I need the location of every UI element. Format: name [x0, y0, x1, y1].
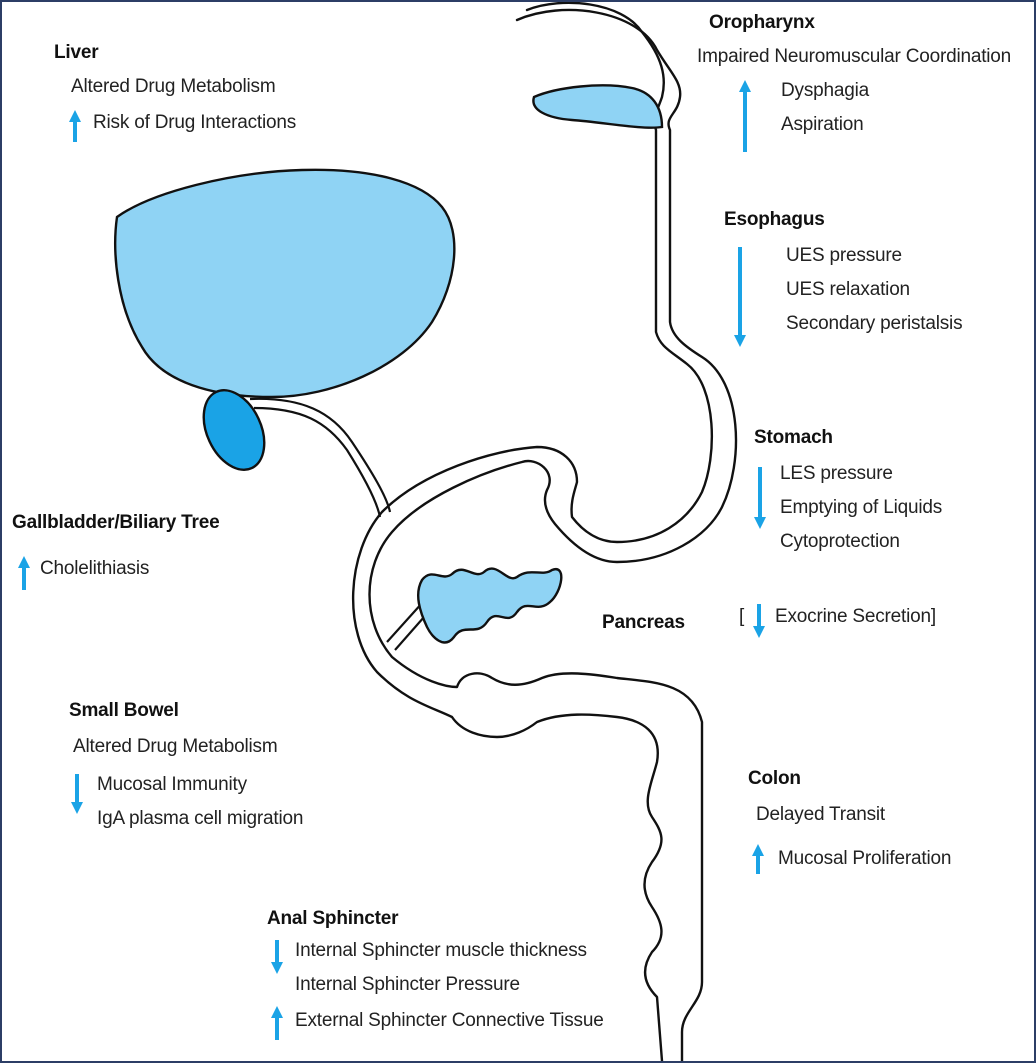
esophagus-finding-text: Secondary peristalsis — [786, 313, 962, 335]
oropharynx-shape — [533, 85, 662, 127]
oropharynx-finding-text: Impaired Neuromuscular Coordination — [697, 46, 1011, 68]
esophagus-finding-1: UES pressure UES relaxation Secondary pe… — [734, 245, 962, 335]
stomach-finding-1: LES pressure Emptying of Liquids Cytopro… — [754, 463, 942, 553]
down-arrow-icon — [71, 774, 83, 814]
gallbladder-finding-text: Cholelithiasis — [40, 558, 219, 580]
small-bowel-title: Small Bowel — [69, 700, 303, 722]
gallbladder-annotation: Gallbladder/Biliary Tree Cholelithiasis — [12, 512, 219, 580]
stomach-annotation: Stomach LES pressure Emptying of Liquids… — [754, 427, 942, 553]
anal-sphincter-finding-text: Internal Sphincter Pressure — [295, 974, 604, 996]
down-arrow-icon — [753, 604, 765, 643]
stomach-finding-text: Emptying of Liquids — [780, 497, 942, 519]
oropharynx-annotation: Oropharynx Impaired Neuromuscular Coordi… — [697, 12, 1011, 136]
anal-sphincter-title: Anal Sphincter — [267, 908, 604, 930]
biliary-duct — [250, 399, 390, 512]
esophagus-annotation: Esophagus UES pressure UES relaxation Se… — [724, 209, 962, 335]
small-bowel-finding-text: Altered Drug Metabolism — [73, 736, 303, 758]
pancreas-annotation: Pancreas — [602, 612, 685, 634]
oropharynx-finding-1: Impaired Neuromuscular Coordination — [697, 46, 1011, 68]
down-arrow-icon — [734, 247, 746, 347]
colon-annotation: Colon Delayed Transit Mucosal Proliferat… — [748, 768, 951, 870]
colon-finding-text: Delayed Transit — [756, 804, 951, 826]
oropharynx-finding-text: Aspiration — [781, 114, 1011, 136]
liver-title: Liver — [54, 42, 296, 64]
small-bowel-finding-1: Altered Drug Metabolism — [73, 736, 303, 758]
stomach-title: Stomach — [754, 427, 942, 449]
gallbladder-title: Gallbladder/Biliary Tree — [12, 512, 219, 534]
pancreas-finding: [ Exocrine Secretion] — [739, 606, 936, 643]
anal-sphincter-annotation: Anal Sphincter Internal Sphincter muscle… — [267, 908, 604, 1032]
liver-finding-text: Risk of Drug Interactions — [93, 112, 296, 134]
esophagus-finding-text: UES pressure — [786, 245, 962, 267]
gi-tract-outer-wall — [370, 10, 736, 1061]
esophagus-title: Esophagus — [724, 209, 962, 231]
oropharynx-finding-text: Dysphagia — [781, 80, 1011, 102]
stomach-finding-text: LES pressure — [780, 463, 942, 485]
small-bowel-finding-text: Mucosal Immunity — [97, 774, 303, 796]
up-arrow-icon — [752, 844, 764, 874]
colon-finding-2: Mucosal Proliferation — [752, 848, 951, 870]
liver-finding-text: Altered Drug Metabolism — [71, 76, 296, 98]
oropharynx-title: Oropharynx — [709, 12, 1011, 34]
gi-tract-inner-wall — [353, 3, 712, 1061]
anal-sphincter-finding-text: Internal Sphincter muscle thickness — [295, 940, 604, 962]
anal-sphincter-finding-text: External Sphincter Connective Tissue — [295, 1010, 604, 1032]
esophagus-finding-text: UES relaxation — [786, 279, 962, 301]
up-arrow-icon — [69, 110, 81, 142]
oropharynx-finding-2: Dysphagia Aspiration — [739, 80, 1011, 136]
up-arrow-icon — [739, 80, 751, 152]
liver-finding-2: Risk of Drug Interactions — [69, 112, 296, 134]
liver-finding-1: Altered Drug Metabolism — [71, 76, 296, 98]
pancreas-finding-text: Exocrine Secretion] — [775, 606, 936, 628]
bracket-open: [ — [739, 606, 744, 628]
stomach-finding-text: Cytoprotection — [780, 531, 942, 553]
liver-annotation: Liver Altered Drug Metabolism Risk of Dr… — [54, 42, 296, 134]
pancreas-title: Pancreas — [602, 612, 685, 634]
colon-title: Colon — [748, 768, 951, 790]
anal-sphincter-finding-2: External Sphincter Connective Tissue — [271, 1010, 604, 1032]
pancreas-shape — [418, 569, 561, 643]
down-arrow-icon — [754, 467, 766, 529]
down-arrow-icon — [271, 940, 283, 974]
gallbladder-finding-1: Cholelithiasis — [18, 558, 219, 580]
colon-finding-text: Mucosal Proliferation — [778, 848, 951, 870]
small-bowel-finding-text: IgA plasma cell migration — [97, 808, 303, 830]
up-arrow-icon — [18, 556, 30, 590]
small-bowel-annotation: Small Bowel Altered Drug Metabolism Muco… — [69, 700, 303, 830]
up-arrow-icon — [271, 1006, 283, 1040]
liver-shape — [115, 170, 454, 397]
small-bowel-finding-2: Mucosal Immunity IgA plasma cell migrati… — [71, 774, 303, 830]
anal-sphincter-finding-1: Internal Sphincter muscle thickness Inte… — [271, 940, 604, 996]
colon-finding-1: Delayed Transit — [756, 804, 951, 826]
